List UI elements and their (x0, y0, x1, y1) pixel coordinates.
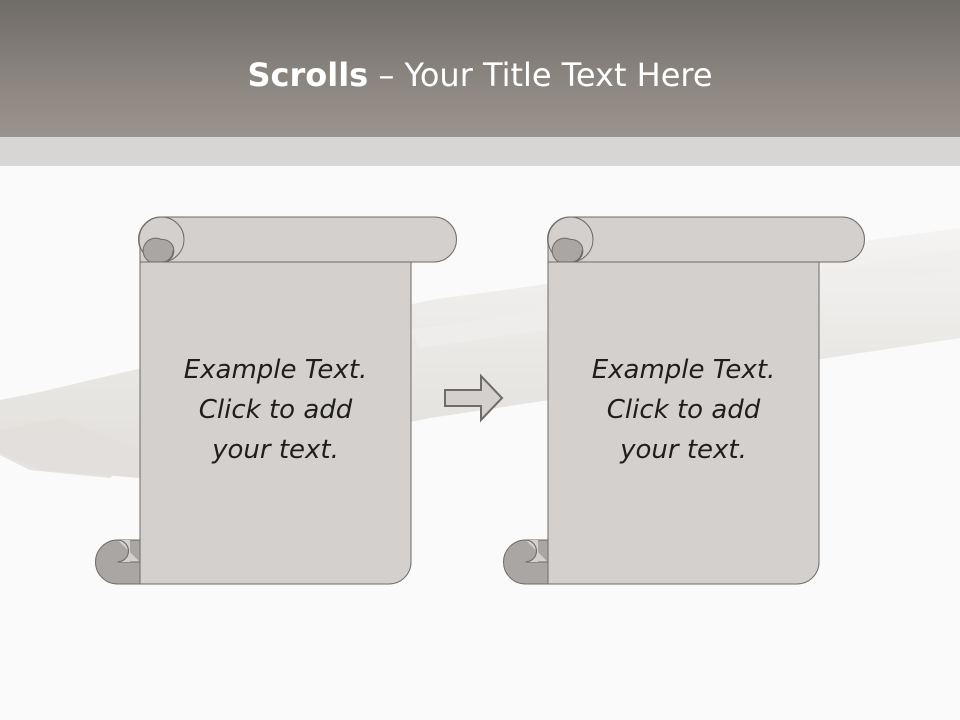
slide-title-dash: – (368, 56, 405, 94)
scroll-1-text[interactable]: Example Text. Click to add your text. (140, 350, 411, 470)
slide-title-bold: Scrolls (247, 56, 369, 94)
title-underline-strip (0, 137, 960, 166)
scroll-2-text[interactable]: Example Text. Click to add your text. (548, 350, 819, 470)
scroll-1-line-3: your text. (212, 435, 339, 465)
slide-title-text: Your Title Text Here (404, 56, 713, 94)
scroll-1-line-1: Example Text. (183, 355, 368, 385)
scroll-2-line-3: your text. (620, 435, 747, 465)
scroll-1-line-2: Click to add (198, 395, 353, 425)
slide-title[interactable]: Scrolls – Your Title Text Here (0, 52, 960, 98)
scroll-2[interactable] (503, 216, 865, 585)
scroll-1[interactable] (95, 216, 457, 585)
right-arrow-icon (444, 373, 504, 423)
scroll-2-line-1: Example Text. (591, 355, 776, 385)
scroll-2-line-2: Click to add (606, 395, 761, 425)
title-bar (0, 0, 960, 137)
